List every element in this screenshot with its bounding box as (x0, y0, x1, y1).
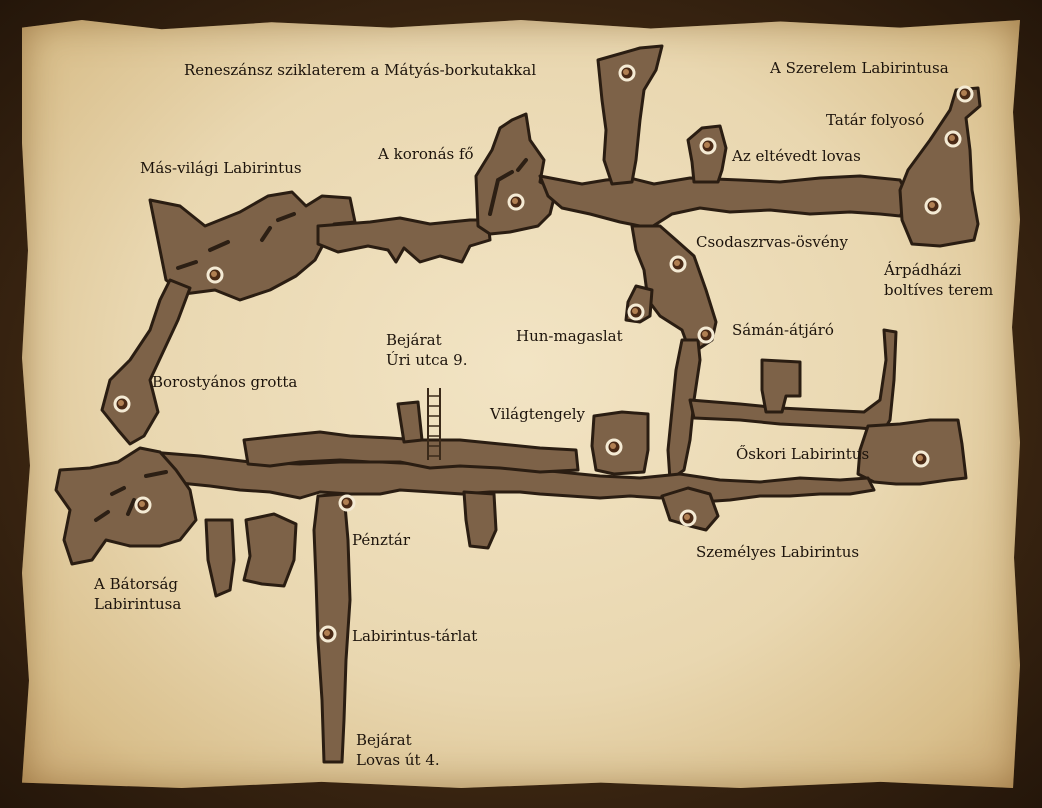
corridor-upper-main (538, 174, 912, 230)
location-dot-highlight (949, 135, 955, 141)
location-dot-highlight (917, 455, 923, 461)
cave-courage-labyrinth (54, 446, 198, 566)
label-labyrinth-gallery: Labirintus-tárlat (352, 627, 478, 645)
location-dot-highlight (704, 142, 710, 148)
cave-lower-left-spur (204, 518, 236, 598)
label-entrance-top-line2: Úri utca 9. (386, 351, 468, 369)
location-markers (113, 64, 974, 643)
location-dot-highlight (211, 271, 217, 277)
label-hun-height: Hun-magaslat (516, 327, 623, 345)
crack-mark (488, 170, 514, 216)
crack-mark (126, 498, 136, 516)
crack-mark (176, 260, 198, 270)
location-dot-highlight (343, 499, 349, 505)
location-dot-highlight (684, 514, 690, 520)
location-dot-highlight (702, 331, 708, 337)
crack-mark (208, 240, 230, 252)
location-dot-highlight (324, 630, 330, 636)
label-entrance-top-line1: Bejárat (386, 331, 442, 349)
label-love-labyrinth: A Szerelem Labirintusa (770, 59, 949, 77)
crack-mark (144, 470, 168, 478)
cave-tatar-corridor (898, 86, 982, 248)
crack-mark (516, 158, 528, 172)
crack-mark (276, 212, 296, 222)
cave-entrance-uri-utca (396, 400, 424, 444)
crack-marks (94, 158, 528, 522)
cave-crowned-head (474, 112, 558, 236)
label-arpad-hall-line1: Árpádházi (884, 261, 962, 279)
location-dot-highlight (139, 501, 145, 507)
cave-renaissance-hall (596, 44, 664, 186)
cave-mid-spur (462, 490, 498, 550)
cave-ancient-labyrinth (856, 418, 968, 486)
label-lost-rider: Az eltévedt lovas (732, 147, 861, 165)
crack-mark (260, 226, 272, 242)
label-courage-labyrinth-line1: A Bátorság (94, 575, 179, 593)
label-shaman-passage: Sámán-átjáró (732, 321, 834, 339)
location-dot-highlight (961, 90, 967, 96)
cave-amber-grotto (100, 278, 192, 446)
label-courage-labyrinth-line2: Labirintusa (94, 595, 182, 613)
label-crowned-head: A koronás fő (378, 145, 474, 163)
location-dot-highlight (623, 69, 629, 75)
cave-passages (54, 44, 982, 764)
label-tatar-corridor: Tatár folyosó (826, 111, 925, 129)
location-dot-highlight (632, 308, 638, 314)
label-world-axis: Világtengely (490, 405, 586, 423)
location-dot-highlight (929, 202, 935, 208)
location-dot-highlight (610, 443, 616, 449)
label-arpad-hall-line2: boltíves terem (884, 281, 994, 299)
label-entrance-bottom-line1: Bejárat (356, 731, 412, 749)
location-dot-highlight (512, 198, 518, 204)
corridor-entrance-upper (242, 430, 580, 474)
label-treasury: Pénztár (352, 531, 411, 549)
label-entrance-bottom-line2: Lovas út 4. (356, 751, 440, 769)
location-dot-highlight (674, 260, 680, 266)
cave-shaman-passage (666, 338, 702, 482)
label-amber-grotto: Borostyános grotta (152, 373, 298, 391)
label-renaissance-hall: Reneszánsz sziklaterem a Mátyás-borkutak… (184, 61, 537, 79)
label-ancient-labyrinth: Őskori Labirintus (736, 445, 870, 463)
label-otherworld-labyrinth: Más-világi Labirintus (140, 159, 302, 177)
crack-mark (110, 486, 126, 496)
cave-personal-labyrinth (660, 486, 720, 532)
corridor-upper-left (316, 216, 492, 264)
cave-small-room-right (760, 358, 802, 414)
label-personal-labyrinth: Személyes Labirintus (696, 543, 860, 561)
ladder-icon (427, 388, 441, 460)
corridor-right (688, 328, 898, 432)
cave-treasury-spur (242, 512, 298, 588)
label-deer-path: Csodaszrvas-ösvény (696, 233, 848, 251)
location-dot-highlight (118, 400, 124, 406)
crack-mark (94, 510, 110, 522)
